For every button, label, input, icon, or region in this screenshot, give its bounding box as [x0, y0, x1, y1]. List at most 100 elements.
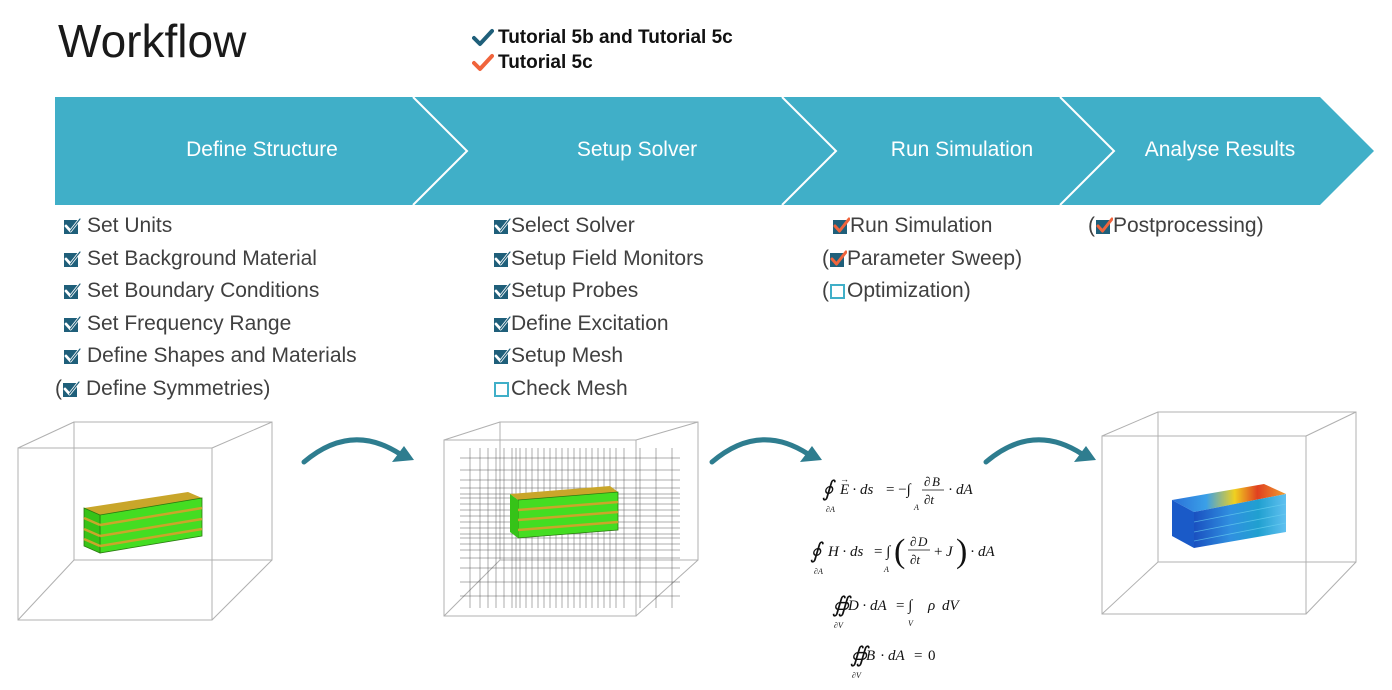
analyse-results-steps: ( Postprocessing ) [1088, 210, 1264, 243]
eq-symbol: dV [942, 598, 961, 614]
svg-text:·: · [862, 598, 867, 614]
legend-item-both: Tutorial 5b and Tutorial 5c [472, 25, 733, 50]
svg-text:(: ( [894, 533, 905, 570]
paren-open: ( [1088, 214, 1095, 238]
stage-label-setup-solver: Setup Solver [576, 138, 698, 161]
paren-close: ) [1015, 246, 1023, 270]
flow-arrow-icon [709, 437, 822, 465]
step-setup-probes: Setup Probes [493, 275, 704, 308]
step-setup-field-monitors: Setup Field Monitors [493, 243, 704, 276]
step-set-frequency-range: Set Frequency Range [63, 308, 357, 341]
eq-subscript: ∂A [814, 567, 823, 576]
svg-text:→: → [840, 474, 849, 484]
step-label: Setup Mesh [511, 344, 624, 368]
checkbox-checked-icon [493, 315, 511, 333]
stage-label-analyse-results: Analyse Results [1144, 138, 1296, 161]
step-set-units: Set Units [63, 210, 357, 243]
eq-symbol: B [866, 648, 875, 664]
equation-gauss-magnetic: ∯ ∂V B · dA = 0 [850, 642, 936, 680]
checkbox-checked-icon [63, 250, 81, 268]
svg-text:·: · [880, 648, 885, 664]
checkbox-checked-icon [493, 282, 511, 300]
eq-symbol: D [847, 598, 859, 614]
stage-label-run-simulation: Run Simulation [890, 138, 1034, 161]
eq-subscript: V [908, 619, 914, 628]
legend-item-5c: Tutorial 5c [472, 50, 733, 75]
stage-chevron-setup-solver [413, 97, 836, 205]
svg-text:=: = [914, 648, 922, 664]
eq-symbol: dA [870, 598, 888, 614]
svg-text:): ) [956, 533, 967, 570]
step-label: Set Frequency Range [87, 311, 292, 335]
eq-symbol: H [827, 544, 840, 560]
step-label: Check Mesh [511, 376, 628, 400]
define-structure-steps: Set Units Set Background Material Set Bo… [55, 210, 357, 405]
step-postprocessing: ( Postprocessing ) [1088, 210, 1264, 243]
page-title: Workflow [58, 15, 247, 67]
paren-open: ( [55, 376, 62, 400]
paren-close: ) [1256, 214, 1264, 238]
eq-symbol: D [917, 534, 928, 549]
stage-chevron-analyse-results [1060, 97, 1374, 205]
svg-text:·: · [970, 544, 975, 560]
svg-text:∯: ∯ [832, 592, 852, 617]
maxwell-equations: ∮ ∂A E → · ds = −∫ A ∂ B ∂t · dA ∮ ∂A H … [810, 474, 996, 680]
checkbox-orange-check-icon [1095, 217, 1113, 235]
svg-text:·: · [852, 482, 857, 498]
step-check-mesh: Check Mesh [493, 373, 704, 406]
step-define-shapes-materials: Define Shapes and Materials [63, 340, 357, 373]
setup-solver-steps: Select Solver Setup Field Monitors Setup… [493, 210, 704, 405]
checkbox-orange-check-icon [832, 217, 850, 235]
eq-symbol: E [839, 482, 849, 498]
step-setup-mesh: Setup Mesh [493, 340, 704, 373]
flow-arrow-icon [301, 437, 414, 465]
svg-text:∂: ∂ [924, 474, 930, 489]
step-label: Define Symmetries [86, 376, 264, 400]
step-set-background-material: Set Background Material [63, 243, 357, 276]
eq-symbol: dA [888, 648, 906, 664]
checkbox-checked-icon [493, 250, 511, 268]
checkbox-checked-icon [63, 347, 81, 365]
svg-text:∮: ∮ [822, 476, 836, 501]
checkbox-checked-icon [63, 282, 81, 300]
svg-text:∯: ∯ [850, 642, 870, 667]
step-set-boundary-conditions: Set Boundary Conditions [63, 275, 357, 308]
step-label: Setup Field Monitors [511, 246, 704, 270]
step-define-symmetries: ( Define Symmetries ) [55, 373, 357, 406]
svg-text:= ∫: = ∫ [896, 598, 914, 614]
checkbox-checked-icon [493, 217, 511, 235]
svg-text:∮: ∮ [810, 538, 824, 563]
step-parameter-sweep: ( Parameter Sweep ) [822, 243, 1022, 276]
dark-check-icon [472, 28, 494, 46]
paren-close: ) [263, 376, 271, 400]
eq-subscript: A [913, 503, 919, 512]
svg-text:= −∫: = −∫ [886, 482, 913, 498]
step-label: Set Background Material [87, 246, 317, 270]
checkbox-orange-check-icon [829, 250, 847, 268]
mesh-model-figure [443, 421, 699, 617]
eq-symbol: dA [978, 544, 996, 560]
structure-model-figure [17, 421, 273, 621]
step-label: Setup Probes [511, 279, 639, 303]
eq-subscript: A [883, 565, 889, 574]
step-optimization: ( Optimization ) [822, 275, 1022, 308]
legend-label: Tutorial 5b and Tutorial 5c [498, 26, 733, 48]
eq-symbol: 0 [928, 648, 936, 664]
step-label: Optimization [847, 279, 964, 303]
step-label: Define Excitation [511, 311, 669, 335]
eq-symbol: ρ [927, 598, 935, 614]
step-label: Define Shapes and Materials [87, 344, 357, 368]
paren-open: ( [822, 246, 829, 270]
stage-chevron-define-structure [55, 97, 467, 205]
checkbox-empty-icon [829, 282, 847, 300]
eq-subscript: ∂A [826, 505, 835, 514]
eq-symbol: ds [860, 482, 874, 498]
eq-symbol: ds [850, 544, 864, 560]
eq-symbol: J [946, 544, 954, 560]
svg-text:+: + [934, 544, 942, 560]
eq-symbol: ∂t [924, 492, 934, 507]
equation-ampere: ∮ ∂A H · ds = ∫ A ( ∂ D ∂t + J ) · dA [810, 533, 996, 576]
stage-chevron-run-simulation [782, 97, 1114, 205]
orange-check-icon [472, 53, 494, 71]
